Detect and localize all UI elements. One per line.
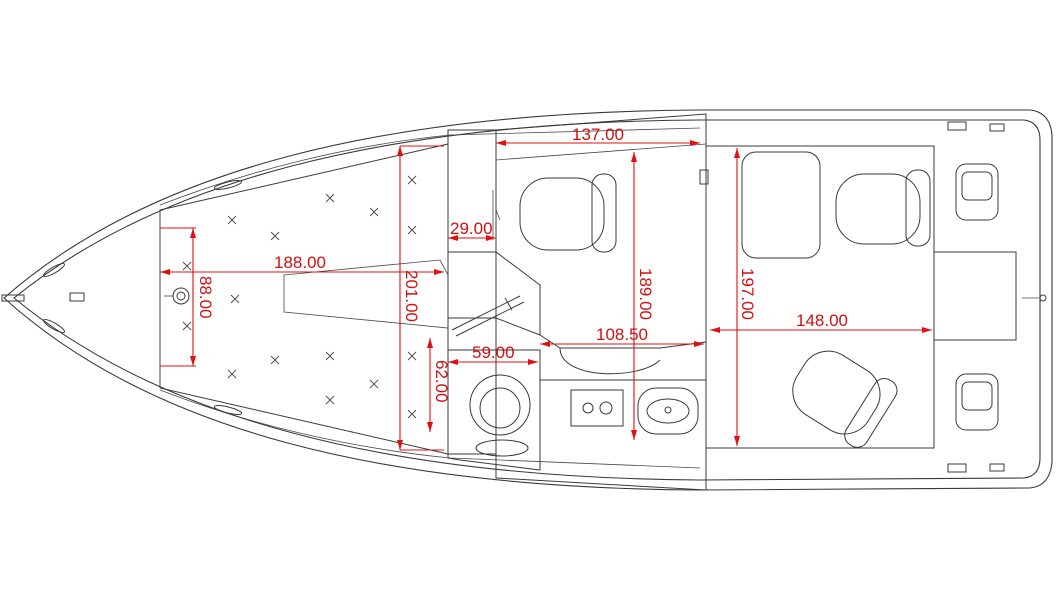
dimension-label-188: 188.00 <box>274 253 326 272</box>
dimension-label-29: 29.00 <box>450 219 493 238</box>
cockpit <box>705 121 1047 473</box>
dimension-label-108: 108.50 <box>596 325 648 344</box>
forward-deck <box>1 143 449 455</box>
cabin-seat <box>519 173 617 253</box>
cabin-structure <box>447 113 707 491</box>
toilet <box>469 374 531 457</box>
dimension-label-148: 148.00 <box>796 311 848 330</box>
dimension-label-197: 197.00 <box>738 268 757 320</box>
stove <box>570 389 624 427</box>
sink <box>637 387 699 435</box>
hull-outline <box>3 109 1053 491</box>
dimension-label-189: 189.00 <box>636 268 655 320</box>
deck-cross-marks <box>182 175 417 419</box>
dimension-lines <box>160 140 932 451</box>
dimension-label-137: 137.00 <box>572 125 624 144</box>
helm-seat <box>835 169 931 247</box>
dimension-label-62: 62.00 <box>432 360 451 403</box>
dimension-label-88: 88.00 <box>196 276 215 319</box>
dimension-label-59: 59.00 <box>472 343 515 362</box>
cabin-fixtures <box>469 169 709 457</box>
dimension-label-201: 201.00 <box>402 270 421 322</box>
passenger-seat <box>792 350 898 448</box>
dimension-labels: 137.00 29.00 188.00 88.00 201.00 59.00 6… <box>196 125 848 403</box>
